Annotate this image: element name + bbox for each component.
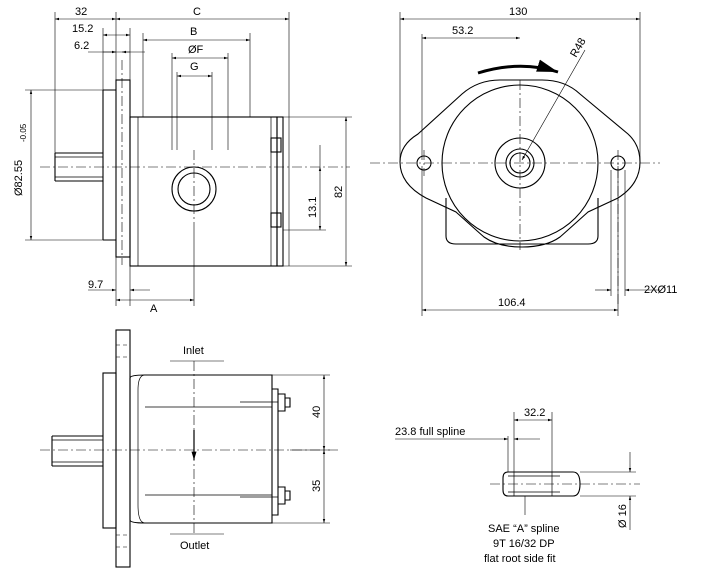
spline-note-line1: SAE “A” spline — [488, 523, 560, 535]
top-bolt-lower — [278, 486, 291, 505]
dim-r48: R48 — [568, 36, 588, 59]
bolt-head-lower — [270, 212, 282, 228]
front-view: 130 53.2 R48 106.4 2XØ11 — [370, 6, 677, 316]
spline-note-line3: flat root side fit — [484, 553, 556, 565]
top-view: Inlet Outlet 40 35 — [40, 329, 340, 568]
pump-body — [129, 116, 278, 267]
label-spline-length: 23.8 full spline — [395, 426, 465, 438]
dim-32-2: 32.2 — [524, 407, 545, 419]
dim-13-1: 13.1 — [307, 197, 319, 218]
top-cover — [272, 388, 279, 516]
dim-53-2: 53.2 — [452, 25, 473, 37]
spline-note-line2: 9T 16/32 DP — [493, 538, 555, 550]
dim-15-2: 15.2 — [72, 23, 93, 35]
dim-40: 40 — [311, 406, 323, 418]
label-outlet: Outlet — [180, 540, 209, 552]
top-bolt-upper — [278, 393, 291, 412]
top-shaft — [51, 435, 103, 467]
front-lower-body — [445, 198, 599, 245]
side-view: 32 C 15.2 B 6.2 ØF G Ø82.55 -0.05 82 13.… — [13, 6, 352, 315]
label-inlet: Inlet — [183, 345, 204, 357]
dim-a: A — [150, 303, 158, 315]
dim-106-4: 106.4 — [498, 297, 526, 309]
dim-c: C — [193, 6, 201, 18]
dim-130: 130 — [509, 6, 527, 18]
boss — [102, 89, 116, 241]
detail-shaft — [502, 471, 581, 497]
rotation-arrow — [477, 59, 559, 75]
rear-cover — [276, 116, 284, 267]
dim-f: ØF — [188, 44, 204, 56]
dim-6-2: 6.2 — [74, 40, 89, 52]
dim-9-7: 9.7 — [88, 279, 103, 291]
dim-pilot: Ø82.55 — [13, 160, 25, 196]
dim-b: B — [190, 26, 197, 38]
dim-16: Ø 16 — [617, 504, 629, 528]
dim-holes: 2XØ11 — [644, 284, 677, 296]
shaft-detail: 32.2 23.8 full spline Ø 16 SAE “A” splin… — [395, 407, 640, 565]
dim-32: 32 — [75, 6, 87, 18]
top-flange — [115, 329, 131, 568]
top-body — [129, 374, 273, 524]
mounting-flange — [115, 79, 131, 258]
dim-82: 82 — [333, 186, 345, 198]
dim-35: 35 — [311, 480, 323, 492]
dim-g: G — [190, 61, 199, 73]
dim-pilot-tol: -0.05 — [19, 123, 28, 142]
bolt-head-upper — [270, 137, 282, 153]
top-boss — [102, 372, 117, 529]
